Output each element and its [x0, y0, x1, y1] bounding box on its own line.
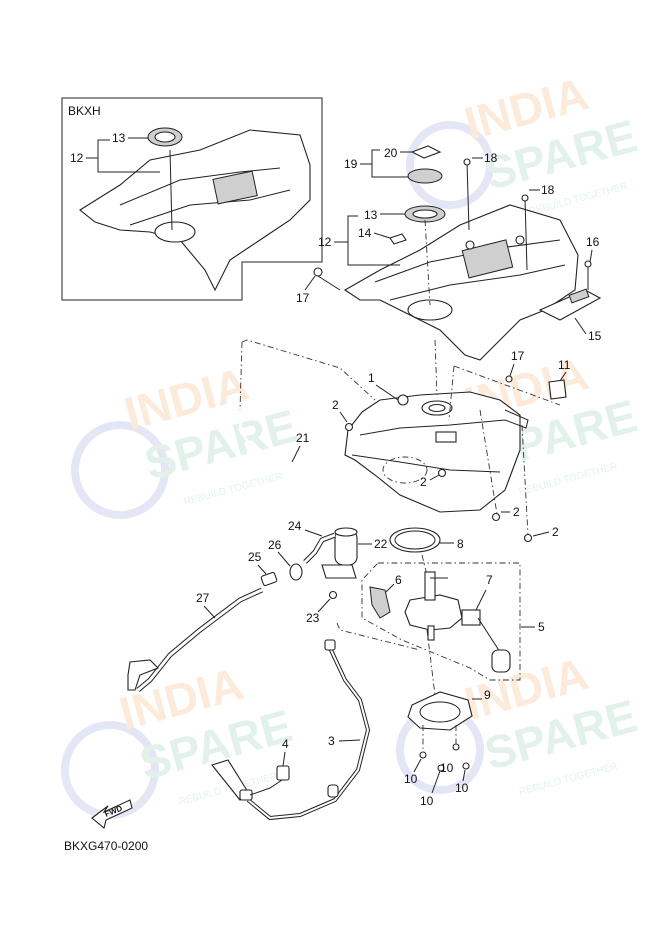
callout-14: 14	[358, 226, 372, 240]
callout-15: 15	[588, 329, 602, 343]
callout-7: 7	[486, 573, 493, 587]
upper-callouts: 20 19 18 18 13 14 12 16 17 15 17	[296, 146, 602, 377]
callout-18-top: 18	[484, 151, 498, 165]
pump-flange-part	[407, 691, 473, 731]
fuel-pump-part	[404, 594, 463, 631]
callout-26: 26	[268, 538, 282, 552]
inset-title: BKXH	[68, 104, 101, 118]
callout-12-inset: 12	[70, 151, 84, 165]
callout-17-left: 17	[296, 291, 310, 305]
watermark-bottom-left: INDIA SPARE REBUILD TOGETHER	[61, 657, 297, 819]
fuel-tank-part	[344, 391, 521, 513]
callout-17-right: 17	[511, 349, 525, 363]
upper-cover-assembly	[313, 145, 602, 383]
callout-6: 6	[395, 573, 402, 587]
fuel-pump-assembly: 6 7 5	[361, 562, 545, 681]
callout-23: 23	[306, 611, 320, 625]
hose-clamp-part	[289, 563, 303, 581]
callout-19: 19	[344, 157, 358, 171]
callout-10-c: 10	[420, 794, 434, 808]
callout-1: 1	[368, 371, 375, 385]
callout-20: 20	[384, 146, 398, 160]
callout-10-d: 10	[455, 781, 469, 795]
callout-3: 3	[328, 734, 335, 748]
callout-2-far-right: 2	[552, 525, 559, 539]
pump-flange-assembly: 9 10 10 10 10	[404, 688, 491, 808]
footer-code: BKXG470-0200	[64, 839, 148, 853]
callout-12-main: 12	[318, 235, 332, 249]
tank-callouts: 1 2 2 2 2 11 8	[332, 358, 571, 551]
callout-21: 21	[296, 431, 310, 445]
inset-frame	[61, 97, 323, 301]
pump-bracket-part	[369, 586, 391, 619]
callout-10-a: 10	[404, 772, 418, 786]
callout-16: 16	[586, 235, 600, 249]
callout-18-right: 18	[541, 183, 555, 197]
callout-2-center: 2	[420, 475, 427, 489]
callout-2-right: 2	[513, 505, 520, 519]
cap-part	[410, 145, 442, 159]
fuel-tank-assembly	[344, 379, 567, 553]
callout-27: 27	[196, 591, 210, 605]
callout-5: 5	[538, 620, 545, 634]
inset-cover-part	[79, 129, 311, 292]
callout-4: 4	[282, 737, 289, 751]
callout-25: 25	[248, 550, 262, 564]
tank-cover-part	[343, 204, 579, 361]
cap-grommet	[407, 168, 443, 184]
callout-11: 11	[558, 358, 571, 372]
callout-10-b: 10	[440, 761, 454, 775]
hose-assembly: 21 22 24 26 25 23 27 3	[127, 411, 388, 821]
label-part	[548, 379, 567, 400]
inset-variant-box: BKXH 13 12	[61, 97, 323, 301]
watermark-mid-left: INDIA SPARE REBUILD TOGETHER	[71, 357, 302, 519]
tank-gasket	[389, 527, 441, 553]
callout-9: 9	[484, 688, 491, 702]
callout-2-left: 2	[332, 398, 339, 412]
callout-13-inset: 13	[112, 131, 126, 145]
callout-13-main: 13	[364, 208, 378, 222]
callout-8: 8	[457, 537, 464, 551]
callout-24: 24	[288, 519, 302, 533]
callout-22: 22	[374, 537, 388, 551]
